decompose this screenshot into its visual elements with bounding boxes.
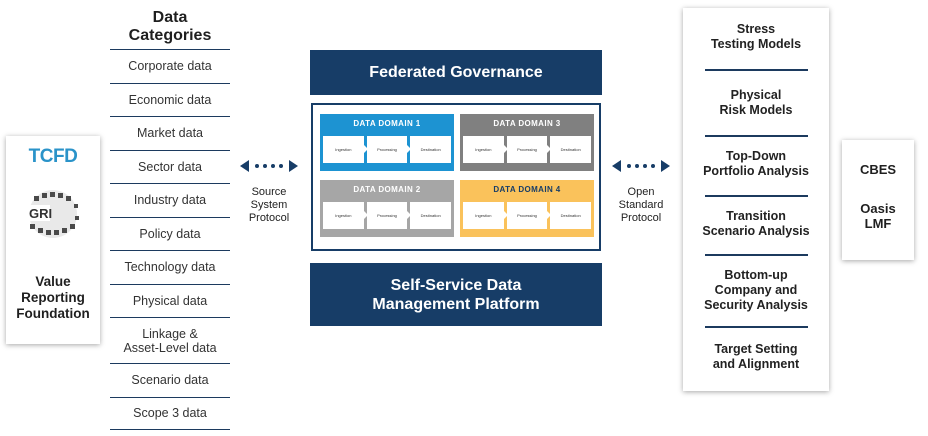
category-item: Physical data [110, 283, 230, 318]
divider [705, 326, 808, 328]
data-categories-title: Data Categories [128, 9, 212, 44]
data-domain-title: DATA DOMAIN 2 [353, 185, 421, 194]
tools-card: CBES Oasis LMF [842, 140, 914, 260]
self-service-platform-bar: Self-Service Data Management Platform [310, 263, 602, 326]
gri-logo: GRI [28, 190, 79, 238]
data-domain-2: DATA DOMAIN 2 Ingestion Processing Desti… [320, 180, 454, 237]
chevron-right-icon [503, 211, 508, 219]
model-item: Bottom-up Company and Security Analysis [704, 268, 808, 312]
model-item: Transition Scenario Analysis [702, 209, 810, 238]
data-domain-title: DATA DOMAIN 3 [493, 119, 561, 128]
pipeline-steps: Ingestion Processing Destination [323, 202, 452, 229]
step-label: Destination [420, 213, 441, 218]
divider [705, 135, 808, 137]
data-domain-title: DATA DOMAIN 4 [493, 185, 561, 194]
pipeline-step: Ingestion [463, 202, 508, 229]
tool-item: CBES [859, 162, 897, 177]
federated-governance-bar: Federated Governance [310, 50, 602, 95]
category-item: Corporate data [110, 49, 230, 83]
model-item: Physical Risk Models [719, 88, 793, 117]
chevron-right-icon [503, 145, 508, 153]
source-system-protocol-label: Source System Protocol [248, 186, 290, 224]
pipeline-step: Processing [506, 136, 552, 163]
data-domain-1: DATA DOMAIN 1 Ingestion Processing Desti… [320, 114, 454, 171]
step-label: Destination [560, 147, 581, 152]
step-label: Processing [517, 147, 537, 152]
step-label: Ingestion [475, 213, 492, 218]
pipeline-step: Ingestion [323, 136, 368, 163]
category-item: Sector data [110, 149, 230, 184]
step-label: Destination [560, 213, 581, 218]
pipeline-step: Destination [410, 136, 452, 163]
tool-item: Oasis LMF [860, 201, 896, 231]
pipeline-step: Destination [410, 202, 452, 229]
data-categories-list: Corporate data Economic data Market data… [110, 49, 230, 430]
data-domain-4: DATA DOMAIN 4 Ingestion Processing Desti… [460, 180, 594, 237]
right-connector-arrow [612, 160, 670, 172]
pipeline-step: Processing [366, 136, 412, 163]
gri-logo-text: GRI [29, 206, 52, 221]
category-item: Industry data [110, 183, 230, 217]
pipeline-step: Ingestion [323, 202, 368, 229]
category-item: Policy data [110, 216, 230, 251]
step-label: Processing [377, 213, 397, 218]
open-standard-protocol-label: Open Standard Protocol [618, 186, 664, 224]
pipeline-step: Ingestion [463, 136, 508, 163]
category-item: Scope 3 data [110, 396, 230, 430]
model-item: Stress Testing Models [710, 22, 802, 51]
chevron-right-icon [407, 211, 412, 219]
chevron-right-icon [547, 211, 552, 219]
category-item: Scenario data [110, 363, 230, 397]
data-domain-3: DATA DOMAIN 3 Ingestion Processing Desti… [460, 114, 594, 171]
chevron-right-icon [363, 145, 368, 153]
divider [705, 195, 808, 197]
divider [705, 69, 808, 71]
pipeline-step: Destination [550, 136, 592, 163]
divider [705, 254, 808, 256]
tcfd-logo: TCFD [28, 146, 78, 167]
data-domains-frame: DATA DOMAIN 1 Ingestion Processing Desti… [311, 103, 601, 251]
analysis-models-card: Stress Testing Models Physical Risk Mode… [683, 8, 829, 391]
model-item: Top-Down Portfolio Analysis [703, 149, 809, 178]
step-label: Processing [377, 147, 397, 152]
pipeline-step: Destination [550, 202, 592, 229]
step-label: Processing [517, 213, 537, 218]
model-item: Target Setting and Alignment [712, 342, 800, 371]
category-item: Linkage & Asset-Level data [110, 317, 230, 363]
step-label: Destination [420, 147, 441, 152]
value-reporting-foundation-label: Value Reporting Foundation [16, 274, 90, 321]
step-label: Ingestion [335, 213, 352, 218]
step-label: Ingestion [335, 147, 352, 152]
standards-card: TCFD GRI Value Reporting Foundation [6, 136, 100, 344]
step-label: Ingestion [475, 147, 492, 152]
data-domain-title: DATA DOMAIN 1 [353, 119, 421, 128]
category-item: Market data [110, 116, 230, 150]
chevron-right-icon [363, 211, 368, 219]
chevron-right-icon [407, 145, 412, 153]
category-item: Technology data [110, 250, 230, 284]
pipeline-steps: Ingestion Processing Destination [463, 202, 592, 229]
category-item: Economic data [110, 82, 230, 117]
pipeline-steps: Ingestion Processing Destination [463, 136, 592, 163]
chevron-right-icon [547, 145, 552, 153]
pipeline-steps: Ingestion Processing Destination [323, 136, 452, 163]
pipeline-step: Processing [366, 202, 412, 229]
left-connector-arrow [240, 160, 298, 172]
pipeline-step: Processing [506, 202, 552, 229]
